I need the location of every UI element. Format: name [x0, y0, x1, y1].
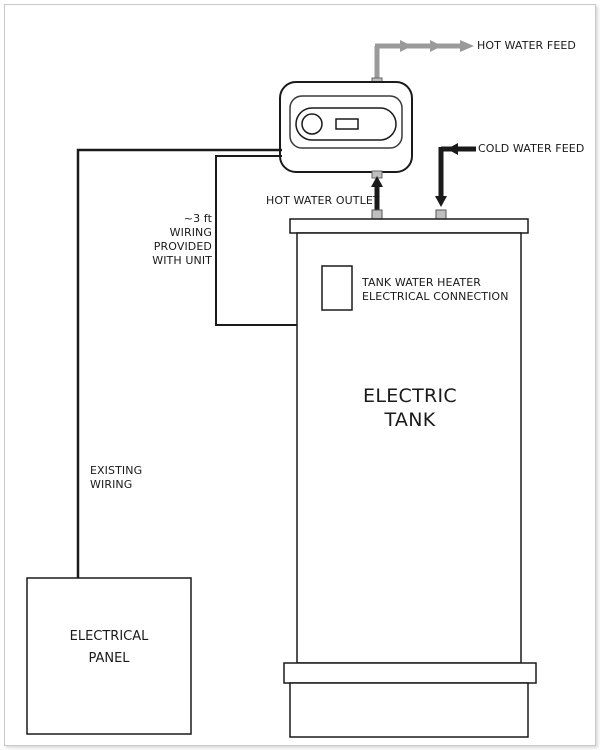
hot-water-outlet-label: HOT WATER OUTLET — [266, 194, 380, 207]
tank-electrical-connection-box — [321, 265, 353, 311]
existing-wiring-line — [76, 148, 282, 578]
hot-water-feed-label: HOT WATER FEED — [477, 39, 576, 52]
cold-water-feed-label: COLD WATER FEED — [478, 142, 585, 155]
tank-electrical-connection-label: TANK WATER HEATER ELECTRICAL CONNECTION — [362, 276, 509, 303]
electric-tank-label: ELECTRIC TANK — [363, 385, 457, 431]
wiring-provided-label: ~3 ft WIRING PROVIDED WITH UNIT — [152, 212, 212, 267]
electrical-panel-box — [26, 577, 192, 735]
hot-water-outlet-arrow — [371, 176, 383, 220]
tankless-water-heater-unit — [279, 81, 413, 179]
hot-water-feed-arrow — [371, 40, 474, 87]
electrical-panel-label: ELECTRICAL PANEL — [69, 629, 149, 666]
existing-wiring-label: EXISTING WIRING — [90, 464, 143, 491]
cold-water-feed-arrow — [435, 143, 476, 220]
